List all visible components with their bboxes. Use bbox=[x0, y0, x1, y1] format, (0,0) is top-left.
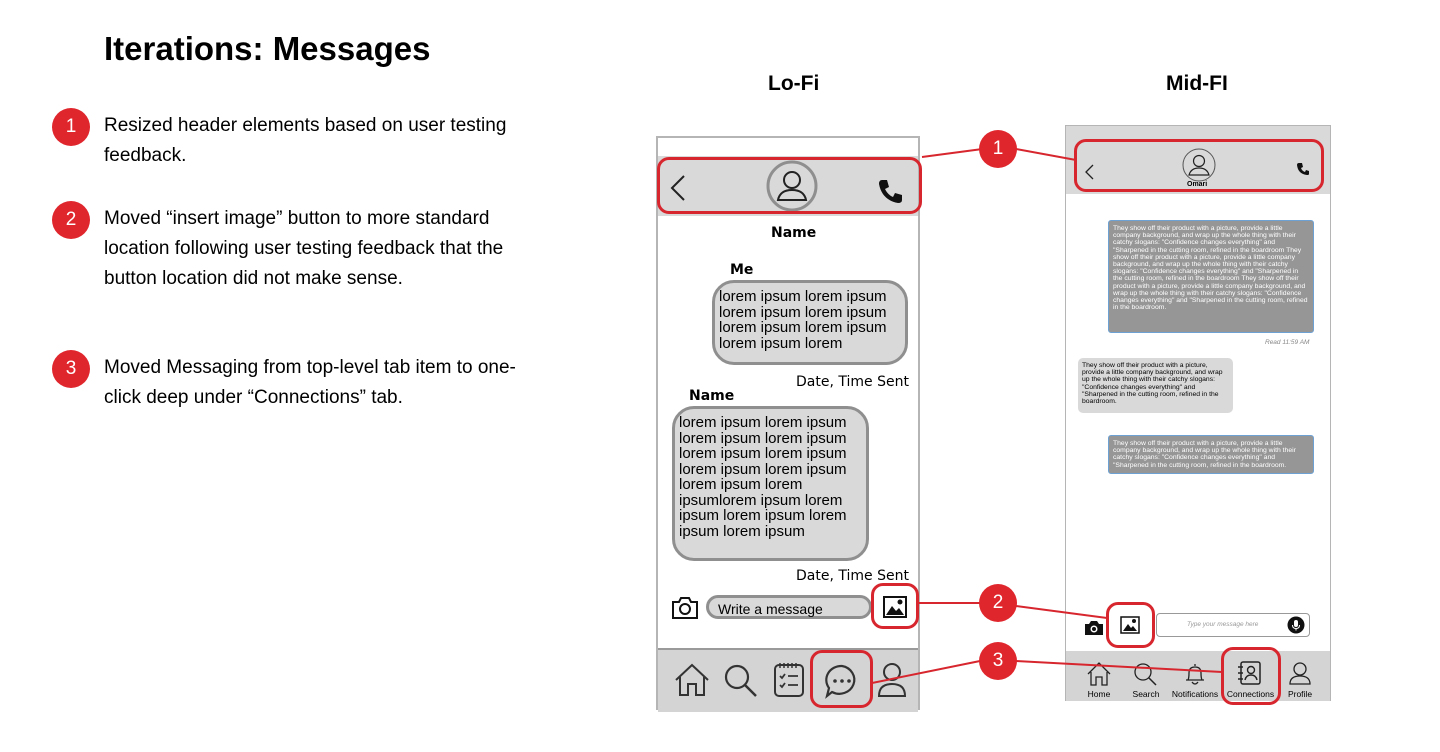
profile-icon[interactable] bbox=[1288, 661, 1312, 685]
highlight-midfi-connections-tab bbox=[1221, 647, 1281, 705]
callout-badge-2: 2 bbox=[979, 584, 1017, 622]
timestamp: Date, Time Sent bbox=[796, 374, 909, 390]
read-receipt: Read 11:59 AM bbox=[1265, 339, 1310, 346]
tab-connections[interactable]: Connections bbox=[1226, 689, 1275, 699]
search-icon[interactable] bbox=[724, 664, 758, 698]
connections-icon[interactable] bbox=[1237, 661, 1261, 685]
note-badge: 3 bbox=[52, 350, 90, 388]
page-title: Iterations: Messages bbox=[104, 30, 431, 67]
note-badge: 2 bbox=[52, 201, 90, 239]
sent-message-bubble: lorem ipsum lorem ipsum lorem ipsum lore… bbox=[712, 280, 908, 365]
camera-icon[interactable] bbox=[1084, 620, 1104, 636]
home-icon[interactable] bbox=[1087, 662, 1111, 686]
back-arrow-icon[interactable] bbox=[1084, 164, 1094, 180]
note-text: Moved “insert image” button to more stan… bbox=[104, 208, 504, 289]
lofi-title: Lo-Fi bbox=[768, 72, 820, 95]
tab-home[interactable]: Home bbox=[1087, 689, 1111, 699]
tab-search[interactable]: Search bbox=[1132, 689, 1160, 699]
message-input[interactable]: Type your message here bbox=[1156, 613, 1310, 637]
microphone-icon[interactable] bbox=[1287, 616, 1305, 634]
midfi-phone: Omari They show off their product with a… bbox=[1065, 125, 1331, 701]
tab-bar bbox=[1066, 651, 1330, 701]
messages-icon[interactable] bbox=[824, 663, 860, 699]
profile-icon[interactable] bbox=[876, 662, 908, 698]
checklist-icon[interactable] bbox=[773, 660, 805, 698]
message-input[interactable]: Write a message bbox=[706, 595, 872, 619]
bell-icon[interactable] bbox=[1184, 662, 1206, 686]
highlight-midfi-header bbox=[1074, 139, 1324, 192]
note-badge: 1 bbox=[52, 108, 90, 146]
tab-notifications[interactable]: Notifications bbox=[1171, 689, 1219, 699]
insert-image-icon[interactable] bbox=[883, 596, 907, 618]
message-input-placeholder: Type your message here bbox=[1187, 621, 1259, 628]
tab-bar bbox=[658, 648, 918, 712]
sent-message-bubble: They show off their product with a pictu… bbox=[1108, 220, 1314, 333]
phone-icon[interactable] bbox=[877, 178, 903, 204]
back-arrow-icon[interactable] bbox=[670, 174, 686, 202]
midfi-title: Mid-FI bbox=[1166, 72, 1228, 95]
avatar-icon[interactable] bbox=[766, 160, 818, 212]
callout-badge-3: 3 bbox=[979, 642, 1017, 680]
contact-name: Omari bbox=[1187, 181, 1208, 188]
received-message-bubble: They show off their product with a pictu… bbox=[1078, 358, 1233, 413]
search-icon[interactable] bbox=[1133, 662, 1157, 686]
timestamp: Date, Time Sent bbox=[796, 568, 909, 584]
tab-profile[interactable]: Profile bbox=[1287, 689, 1313, 699]
received-message-bubble: lorem ipsum lorem ipsum lorem ipsum lore… bbox=[672, 406, 869, 561]
contact-name: Name bbox=[771, 225, 817, 241]
callout-badge-1: 1 bbox=[979, 130, 1017, 168]
home-icon[interactable] bbox=[674, 663, 710, 697]
highlight-lofi-header bbox=[657, 157, 922, 214]
insert-image-icon[interactable] bbox=[1120, 616, 1140, 634]
sent-message-bubble: They show off their product with a pictu… bbox=[1108, 435, 1314, 474]
highlight-lofi-image-button bbox=[871, 583, 919, 629]
sender-label: Name bbox=[689, 388, 735, 404]
note-text: Resized header elements based on user te… bbox=[104, 115, 507, 166]
lofi-phone: Name Me lorem ipsum lorem ipsum lorem ip… bbox=[656, 136, 920, 712]
avatar-icon[interactable] bbox=[1182, 148, 1216, 182]
camera-icon[interactable] bbox=[671, 596, 699, 620]
highlight-lofi-messages-tab bbox=[810, 650, 873, 708]
note-text: Moved Messaging from top-level tab item … bbox=[104, 357, 516, 408]
highlight-midfi-image-button bbox=[1106, 602, 1155, 648]
me-label: Me bbox=[730, 262, 754, 278]
phone-icon[interactable] bbox=[1296, 162, 1310, 176]
